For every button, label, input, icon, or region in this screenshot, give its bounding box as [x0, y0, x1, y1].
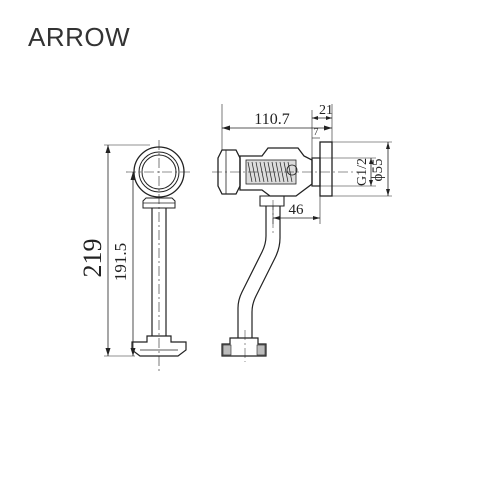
dim-small-offset: 7	[314, 127, 319, 138]
side-view: 110.7 21 7 G1/2 ϕ55	[212, 103, 392, 362]
dim-connector-length: 21	[319, 103, 333, 118]
dim-phi55-arrow-top	[386, 142, 390, 149]
dim-219-arrow-top	[105, 145, 111, 153]
dim-body-length: 110.7	[254, 111, 289, 128]
dim-110-arrow-right	[324, 125, 332, 131]
side-valve-screw	[286, 164, 298, 176]
dim-46-arrow-left	[273, 216, 280, 220]
dim-overall-height: 219	[78, 239, 107, 278]
side-handle	[217, 149, 241, 195]
brand-logo-text: ARROW	[28, 22, 131, 52]
dim-flange-diameter: ϕ55	[370, 159, 386, 182]
side-base-hatch	[222, 344, 232, 356]
dim-191-arrow-bottom	[130, 348, 136, 356]
dim-g12-arrow-top	[369, 158, 373, 164]
side-tube-inner	[251, 206, 281, 338]
front-base-flange	[131, 335, 187, 357]
side-wall-flange	[319, 141, 333, 197]
dim-21-arrow-left	[312, 116, 318, 120]
dim-110-arrow-left	[222, 125, 230, 131]
dim-219-arrow-bottom	[105, 348, 111, 356]
dim-191-arrow-top	[130, 172, 136, 180]
dim-phi55-arrow-bottom	[386, 189, 390, 196]
side-outlet-nut	[259, 195, 285, 207]
dim-thread: G1/2	[355, 158, 370, 186]
front-view: 219 191.5	[78, 140, 192, 372]
dim-spout-height: 191.5	[111, 243, 130, 281]
dim-outlet-offset: 46	[289, 202, 305, 218]
dim-46-arrow-right	[313, 216, 320, 220]
side-tube-outer	[237, 206, 267, 338]
front-nut	[142, 197, 176, 209]
dim-g12-arrow-bottom	[369, 180, 373, 186]
side-base-hatch-right	[256, 344, 266, 356]
side-base-flange	[221, 337, 267, 357]
dim-21-arrow-right	[326, 116, 332, 120]
